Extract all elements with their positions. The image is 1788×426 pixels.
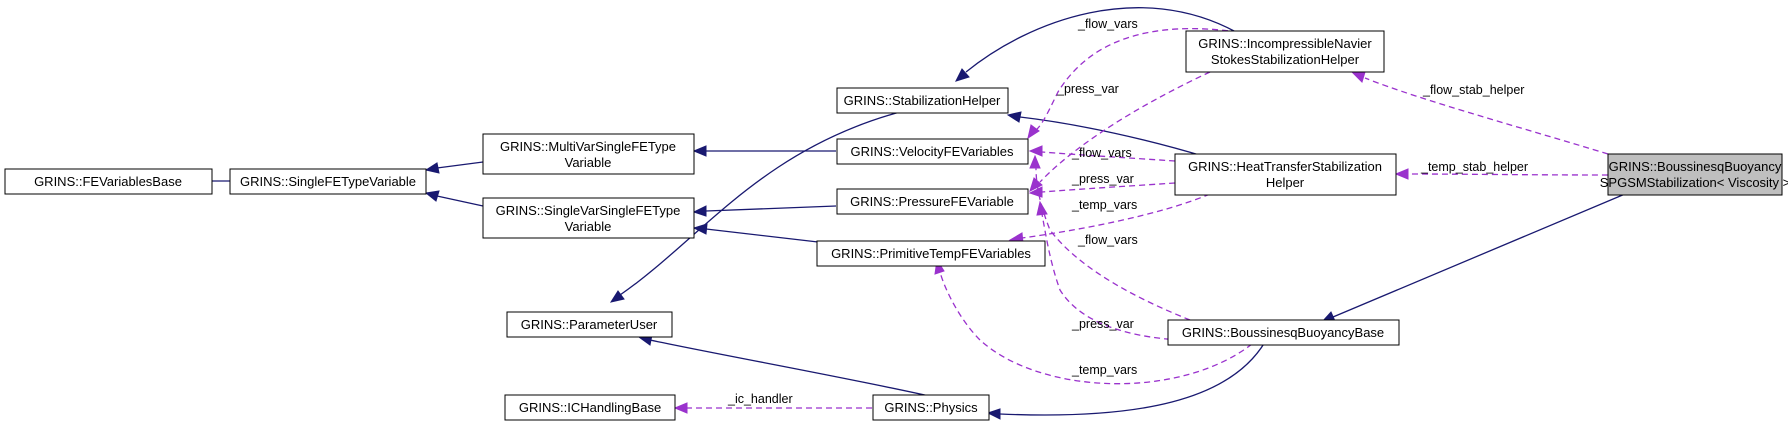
label-press-var-top: _press_var — [1056, 82, 1119, 96]
arrowhead — [692, 205, 707, 217]
label-temp-vars-mid: _temp_vars — [1071, 198, 1137, 212]
node-label: GRINS::Physics — [884, 400, 978, 415]
node-stabilization-helper[interactable]: GRINS::StabilizationHelper — [836, 87, 1009, 114]
node-label: GRINS::StabilizationHelper — [844, 93, 1001, 108]
arrowhead — [1036, 200, 1048, 216]
node-label-line1: GRINS::MultiVarSingleFEType — [500, 139, 676, 154]
node-ic-handling-base[interactable]: GRINS::ICHandlingBase — [504, 394, 676, 421]
node-pressure-fe-variable[interactable]: GRINS::PressureFEVariable — [836, 188, 1029, 215]
node-heat-transfer-stabilization-helper[interactable]: GRINS::HeatTransferStabilization Helper — [1174, 153, 1397, 196]
node-label-line2: SPGSMStabilization< Viscosity > — [1600, 175, 1788, 190]
label-press-var-mid: _press_var — [1071, 172, 1134, 186]
arrowhead — [1029, 177, 1043, 192]
arrowhead — [609, 290, 625, 303]
node-label: GRINS::PrimitiveTempFEVariables — [831, 246, 1031, 261]
arrowhead — [1028, 145, 1043, 157]
node-boussinesq-buoyancy-base[interactable]: GRINS::BoussinesqBuoyancyBase — [1167, 319, 1400, 346]
label-flow-vars-mid: _flow_vars — [1071, 146, 1132, 160]
node-label-line2: StokesStabilizationHelper — [1211, 52, 1360, 67]
node-label-line1: GRINS::SingleVarSingleFEType — [496, 203, 681, 218]
label-flow-stab-helper: _flow_stab_helper — [1422, 83, 1524, 97]
edge-ht-temp-vars — [1021, 193, 1211, 239]
node-single-fe-type-variable[interactable]: GRINS::SingleFETypeVariable — [229, 168, 427, 195]
node-physics[interactable]: GRINS::Physics — [872, 394, 990, 421]
arrowhead — [673, 402, 688, 414]
node-boussinesq-buoyancy-spgsm-stabilization-focus[interactable]: GRINS::BoussinesqBuoyancy SPGSMStabiliza… — [1600, 153, 1788, 196]
arrowhead — [1027, 124, 1040, 140]
edge-stabhelper-to-paramuser — [619, 111, 901, 296]
label-press-var-low: _press_var — [1071, 317, 1134, 331]
edge-pressure-to-singlevar — [705, 205, 837, 212]
arrowhead — [424, 190, 440, 202]
edge-ht-flow-vars — [1041, 151, 1176, 162]
edge-ht-press-var — [1041, 182, 1176, 193]
edge-focus-flow-stab-helper — [1364, 77, 1609, 155]
node-primitive-temp-fe-variables[interactable]: GRINS::PrimitiveTempFEVariables — [816, 240, 1046, 267]
arrowhead — [1029, 154, 1041, 169]
edge-physics-to-paramuser — [649, 339, 939, 399]
edge-ins-press-var — [1039, 71, 1211, 183]
node-label: GRINS::BoussinesqBuoyancyBase — [1182, 325, 1384, 340]
node-label: GRINS::FEVariablesBase — [34, 174, 182, 189]
arrowhead — [986, 408, 1001, 420]
node-label-line2: Variable — [565, 155, 612, 170]
node-label: GRINS::ParameterUser — [521, 317, 658, 332]
node-label-line1: GRINS::BoussinesqBuoyancy — [1609, 159, 1782, 174]
edge-ins-helper-to-stabhelper — [965, 7, 1237, 73]
node-label-line2: Helper — [1266, 175, 1305, 190]
node-label: GRINS::VelocityFEVariables — [850, 144, 1014, 159]
label-temp-vars-low: _temp_vars — [1071, 363, 1137, 377]
edge-boussinesq-base-to-physics — [999, 341, 1266, 416]
label-flow-vars-low: _flow_vars — [1077, 233, 1138, 247]
arrowhead — [1350, 71, 1366, 83]
node-velocity-fe-variables[interactable]: GRINS::VelocityFEVariables — [836, 138, 1029, 165]
edge-ht-helper-to-stabhelper — [1019, 116, 1207, 158]
node-fe-variables-base[interactable]: GRINS::FEVariablesBase — [4, 168, 213, 195]
node-label: GRINS::SingleFETypeVariable — [240, 174, 416, 189]
edge-primtemp-to-singlevar — [705, 228, 819, 243]
label-ic-handler: _ic_handler — [727, 392, 793, 406]
arrowhead — [955, 68, 970, 82]
edge-singlevar-to-single-fe — [436, 195, 484, 207]
arrowhead — [692, 145, 707, 157]
label-temp-stab-helper: _temp_stab_helper — [1420, 160, 1528, 174]
node-single-var-single-fe-type-variable[interactable]: GRINS::SingleVarSingleFEType Variable — [482, 197, 695, 239]
edge-focus-to-boussinesq-base — [1332, 193, 1626, 318]
arrowhead — [1394, 168, 1409, 180]
edge-multivar-to-single-fe — [436, 161, 484, 169]
inheritance-edges — [179, 7, 1626, 420]
edge-bb-flow-vars — [1035, 167, 1191, 321]
edge-focus-temp-stab-helper — [1407, 173, 1609, 176]
node-label: GRINS::PressureFEVariable — [850, 194, 1014, 209]
node-parameter-user[interactable]: GRINS::ParameterUser — [506, 311, 673, 338]
node-label: GRINS::ICHandlingBase — [519, 400, 661, 415]
arrowhead — [424, 162, 440, 174]
node-label-line2: Variable — [565, 219, 612, 234]
node-incompressible-navier-stokes-stabilization-helper[interactable]: GRINS::IncompressibleNavier StokesStabil… — [1185, 30, 1385, 73]
label-flow-vars-top: _flow_vars — [1077, 17, 1138, 31]
node-multi-var-single-fe-type-variable[interactable]: GRINS::MultiVarSingleFEType Variable — [482, 133, 695, 175]
arrowhead — [1006, 111, 1022, 123]
node-label-line1: GRINS::HeatTransferStabilization — [1188, 159, 1382, 174]
edge-ins-flow-vars — [1035, 27, 1239, 131]
node-label-line1: GRINS::IncompressibleNavier — [1198, 36, 1372, 51]
edge-labels: _flow_vars _press_var _flow_stab_helper … — [727, 17, 1528, 406]
nodes: GRINS::FEVariablesBase GRINS::SingleFETy… — [4, 30, 1788, 421]
